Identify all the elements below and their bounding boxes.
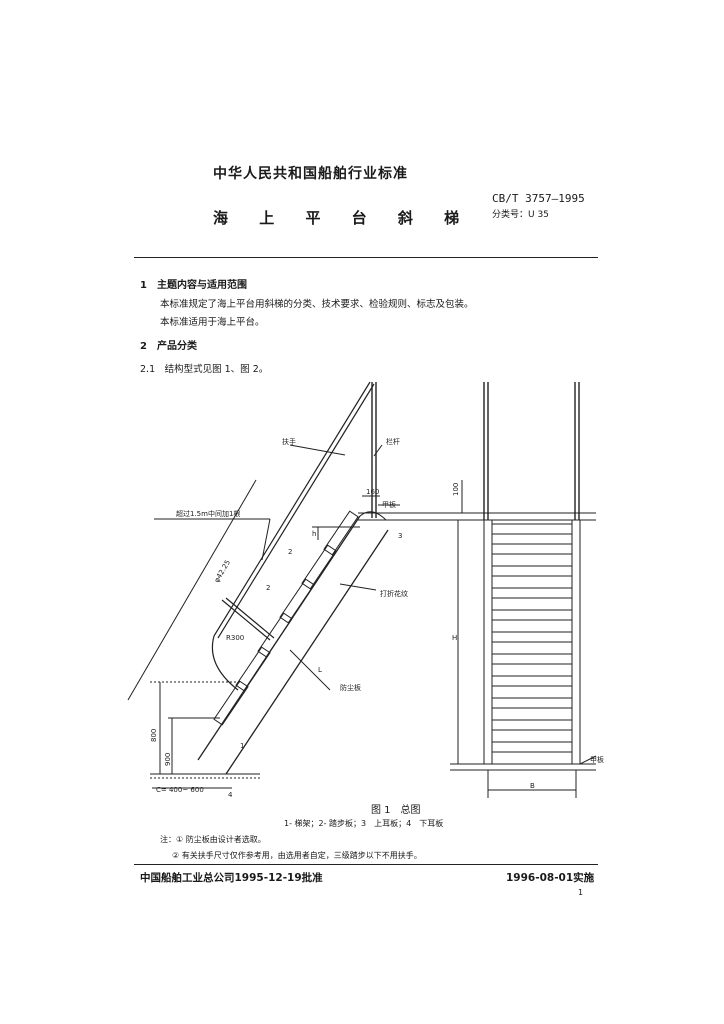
front-view [450,382,597,798]
label-dim-100: 100 [452,483,460,496]
label-dim-160: 160 [366,488,379,496]
length-dimension [127,479,257,701]
figure-legend: 1- 梯架；2- 踏步板；3 上耳板；4 下耳板 [284,819,444,828]
tread-group [213,510,359,726]
label-B: B [530,782,535,790]
page-number: 1 [578,888,584,897]
footer-rule [134,864,598,865]
label-guardrail: 栏杆 [386,437,400,446]
label-H: H [452,634,457,642]
label-dim-900: 900 [164,753,172,766]
section-1-para-1: 本标准规定了海上平台用斜梯的分类、技术要求、检验规则、标志及包装。 [160,299,474,310]
label-part-3: 3 [398,532,402,540]
standard-title: 海 上 平 台 斜 梯 [213,209,462,227]
label-part-1: 1 [240,742,244,750]
note-1: 注：① 防尘板由设计者选取。 [160,835,266,844]
label-handrail: 扶手 [282,437,296,446]
label-intermediate-rail: 超过1.5m中间加1根 [176,509,240,518]
figure-caption: 图 1 总图 [371,805,421,816]
label-part-4: 4 [228,791,233,799]
label-part-2b: 2 [266,584,270,592]
effective-line: 1996-08-01实施 [506,872,595,884]
label-c-range: C= 400~ 600 [156,786,204,794]
section-1-heading: 1 主题内容与适用范围 [140,280,247,291]
section-2-heading: 2 产品分类 [140,341,197,352]
label-h: h [312,530,316,538]
standard-code: CB/T 3757—1995 [492,192,585,205]
issuing-organization: 中华人民共和国船舶行业标准 [213,166,408,182]
label-dim-800: 800 [150,729,158,742]
header-rule [134,257,598,258]
label-part-2: 2 [288,548,292,556]
label-radius: R300 [226,634,244,642]
classification-number: 分类号：U 35 [492,210,549,220]
section-1-para-2: 本标准适用于海上平台。 [160,317,265,328]
label-cut-knurl: 打折花纹 [380,589,408,598]
label-deck: 甲板 [382,500,396,509]
section-2-1: 2.1 结构型式见图 1、图 2。 [140,364,269,375]
approval-line: 中国船舶工业总公司1995-12-19批准 [140,872,323,884]
note-2: ② 有关扶手尺寸仅作参考用，由选用者自定，三级踏步以下不用扶手。 [172,851,422,860]
label-diameter: φ42.25 [213,559,232,584]
handrail [213,381,371,637]
label-L: L [318,666,322,674]
label-deck-2: 甲板 [590,755,604,764]
label-anti-skid-plate: 防尘板 [340,683,361,692]
